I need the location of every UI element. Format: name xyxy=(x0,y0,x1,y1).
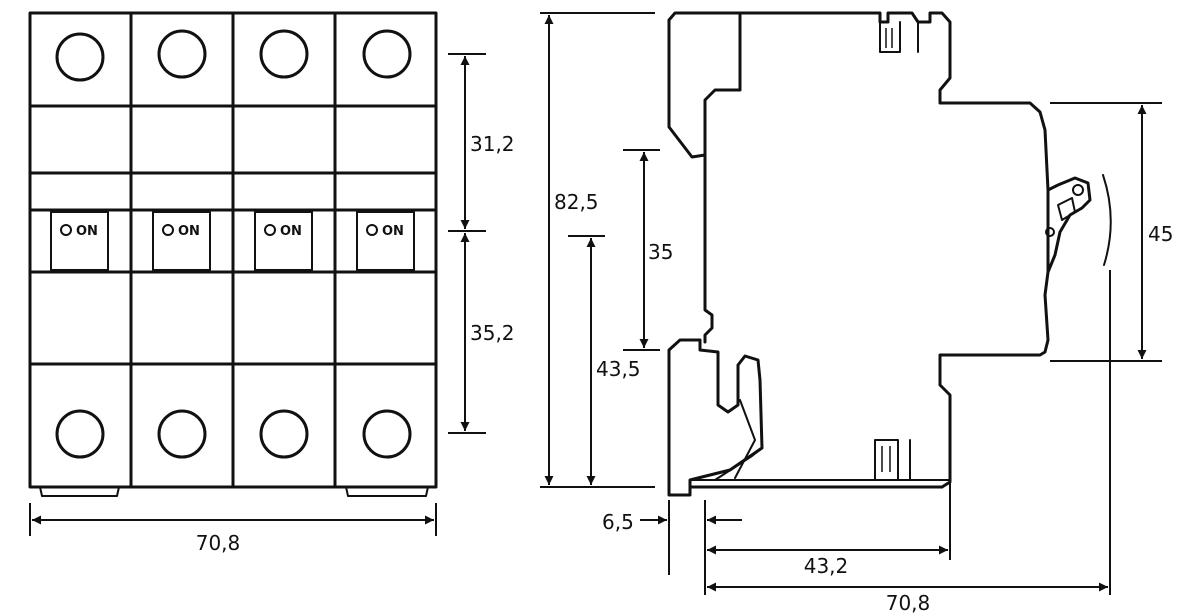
dimension-rail-height-label: 35 xyxy=(648,240,673,264)
handle-pivot-icon xyxy=(1072,184,1084,196)
indicator-dot-icon xyxy=(366,224,378,236)
handle-pin-icon xyxy=(1045,227,1055,237)
terminal-screw-icon xyxy=(55,32,105,82)
dimension-lower-label: 35,2 xyxy=(470,321,515,345)
on-label: ON xyxy=(178,224,200,239)
on-label: ON xyxy=(382,224,404,239)
indicator-dot-icon xyxy=(60,224,72,236)
terminal-screw-icon xyxy=(362,409,412,459)
pole-indicator: ON xyxy=(162,224,200,239)
dimension-total-height-label: 82,5 xyxy=(554,190,599,214)
side-body-left xyxy=(703,153,714,344)
terminal-screw-icon xyxy=(259,29,309,79)
terminal-screw-icon xyxy=(259,409,309,459)
dimension-rail-offset-label: 6,5 xyxy=(602,510,634,534)
front-view: ON ON ON ON xyxy=(28,11,438,497)
switch-window xyxy=(152,211,211,271)
clip-spring xyxy=(734,399,756,479)
side-view xyxy=(667,11,1112,497)
side-top-housing xyxy=(667,11,1050,192)
dimension-upper-label: 31,2 xyxy=(470,132,515,156)
on-label: ON xyxy=(280,224,302,239)
switch-window xyxy=(356,211,415,271)
handle-body xyxy=(1046,176,1092,274)
toggle-handle xyxy=(1045,174,1112,274)
dimension-body-depth-label: 43,2 xyxy=(804,554,849,578)
side-body-right xyxy=(938,188,1050,489)
terminal-screw-icon xyxy=(157,409,207,459)
terminal-screw-icon xyxy=(362,29,412,79)
switch-window xyxy=(50,211,109,271)
indicator-dot-icon xyxy=(264,224,276,236)
front-dimensions: 31,2 35,2 70,8 xyxy=(29,53,515,555)
terminal-screw-icon xyxy=(157,29,207,79)
dimension-lower-height-label: 43,5 xyxy=(596,357,641,381)
dimension-width-label: 70,8 xyxy=(196,531,241,555)
switch-window xyxy=(254,211,313,271)
side-bottom-housing xyxy=(667,338,764,497)
handle-lever xyxy=(1057,197,1076,221)
pole-indicator: ON xyxy=(60,224,98,239)
mounting-clip xyxy=(39,486,120,497)
terminal-slot xyxy=(874,439,899,481)
pole-indicator: ON xyxy=(264,224,302,239)
terminal-slot xyxy=(879,21,901,53)
mounting-clip xyxy=(345,486,429,497)
dimension-handle-height-label: 45 xyxy=(1148,222,1173,246)
on-label: ON xyxy=(76,224,98,239)
handle-swing-arc xyxy=(1102,174,1112,266)
terminal-edge xyxy=(911,12,919,53)
dimension-total-depth-label: 70,8 xyxy=(886,591,931,615)
terminal-screw-icon xyxy=(55,409,105,459)
clip-spring xyxy=(714,447,763,481)
side-dimensions: 82,5 35 43,5 45 6,5 43,2 70,8 xyxy=(540,12,1173,615)
indicator-dot-icon xyxy=(162,224,174,236)
pole-indicator: ON xyxy=(366,224,404,239)
